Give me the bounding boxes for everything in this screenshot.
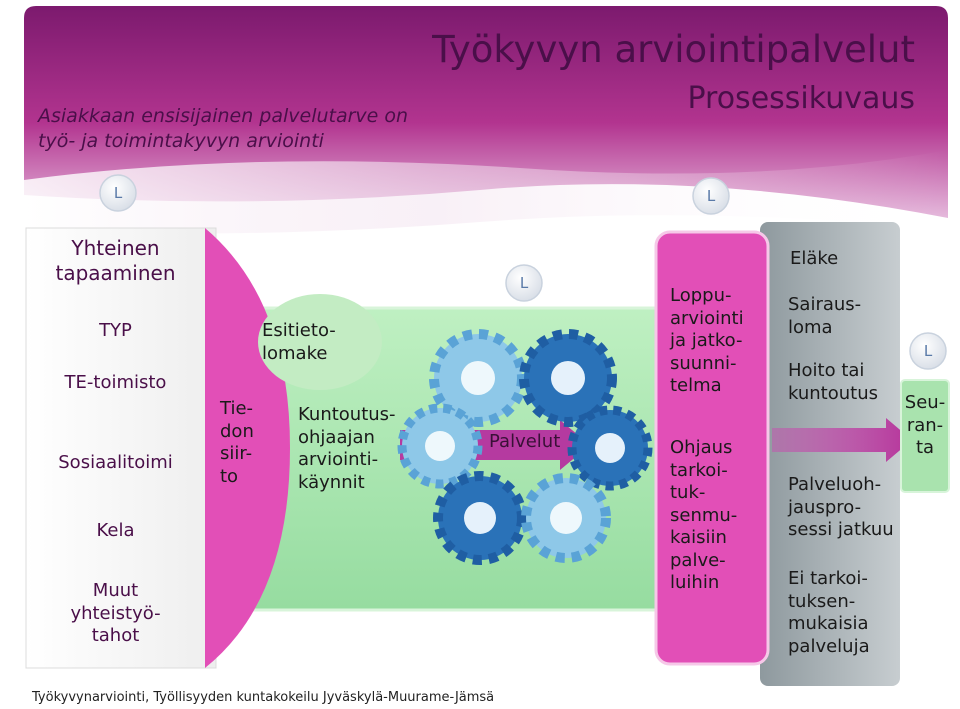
- participant-te-toimisto: TE-toimisto: [64, 372, 167, 393]
- form-bubble: [258, 294, 382, 390]
- outcome-no-services: Ei tarkoi- tuksen- mukaisia palveluja: [788, 568, 870, 657]
- gear-icon: [429, 329, 527, 427]
- badge-label: L: [923, 342, 933, 360]
- followup-box: [900, 379, 950, 493]
- services-label: Palvelut: [489, 431, 561, 452]
- participant-kela: Kela: [96, 520, 135, 541]
- tagline: Asiakkaan ensisijainen palvelutarve on t…: [38, 105, 409, 152]
- page-title: Työkyvyn arviointipalvelut: [432, 28, 915, 71]
- participant-typ: TYP: [99, 320, 132, 341]
- participant-sosiaalitoimi: Sosiaalitoimi: [58, 452, 173, 473]
- badge-label: L: [706, 187, 716, 205]
- visits-label: Kuntoutus- ohjaajan arviointi- käynnit: [298, 404, 396, 493]
- left-panel-title: Yhteinen tapaaminen: [55, 236, 176, 285]
- badge-label: L: [113, 184, 123, 202]
- gear-icon: [567, 405, 653, 491]
- badge-circle: [505, 264, 543, 302]
- transfer-label: Tie- don siir- to: [220, 398, 254, 487]
- outcome-sick-leave: Sairaus- loma: [788, 294, 862, 338]
- guidance-label: Ohjaus tarkoi- tuk- senmu- kaisiin palve…: [670, 437, 738, 593]
- page-subtitle: Prosessikuvaus: [687, 81, 915, 116]
- participant-other: Muut yhteistyö- tahot: [70, 580, 161, 646]
- final-assessment-label: Loppu- arviointi ja jatko- suunni- telma: [670, 285, 744, 396]
- form-label: Esitieto- lomake: [262, 320, 336, 364]
- followup-label: Seu- ran- ta: [904, 392, 946, 458]
- outcome-panel: [760, 222, 900, 686]
- badge-circle: [692, 177, 730, 215]
- badge-circle: [909, 332, 947, 370]
- gear-icon: [521, 473, 611, 563]
- badge-circle: [99, 174, 137, 212]
- gear-cluster: [397, 329, 653, 565]
- outcome-treatment: Hoito tai kuntoutus: [788, 360, 879, 404]
- final-assessment-box: [654, 230, 770, 666]
- footer-text: Työkyvynarviointi, Työllisyyden kuntakok…: [32, 690, 495, 705]
- gear-icon: [519, 329, 617, 427]
- flow-arrow-2: [772, 418, 912, 462]
- outcome-pension: Eläke: [790, 248, 839, 269]
- gear-icon: [397, 403, 483, 489]
- outcome-guidance-continues: Palveluoh- jauspro- sessi jatkuu: [788, 474, 894, 540]
- badge-label: L: [519, 274, 529, 292]
- gear-icon: [433, 471, 527, 565]
